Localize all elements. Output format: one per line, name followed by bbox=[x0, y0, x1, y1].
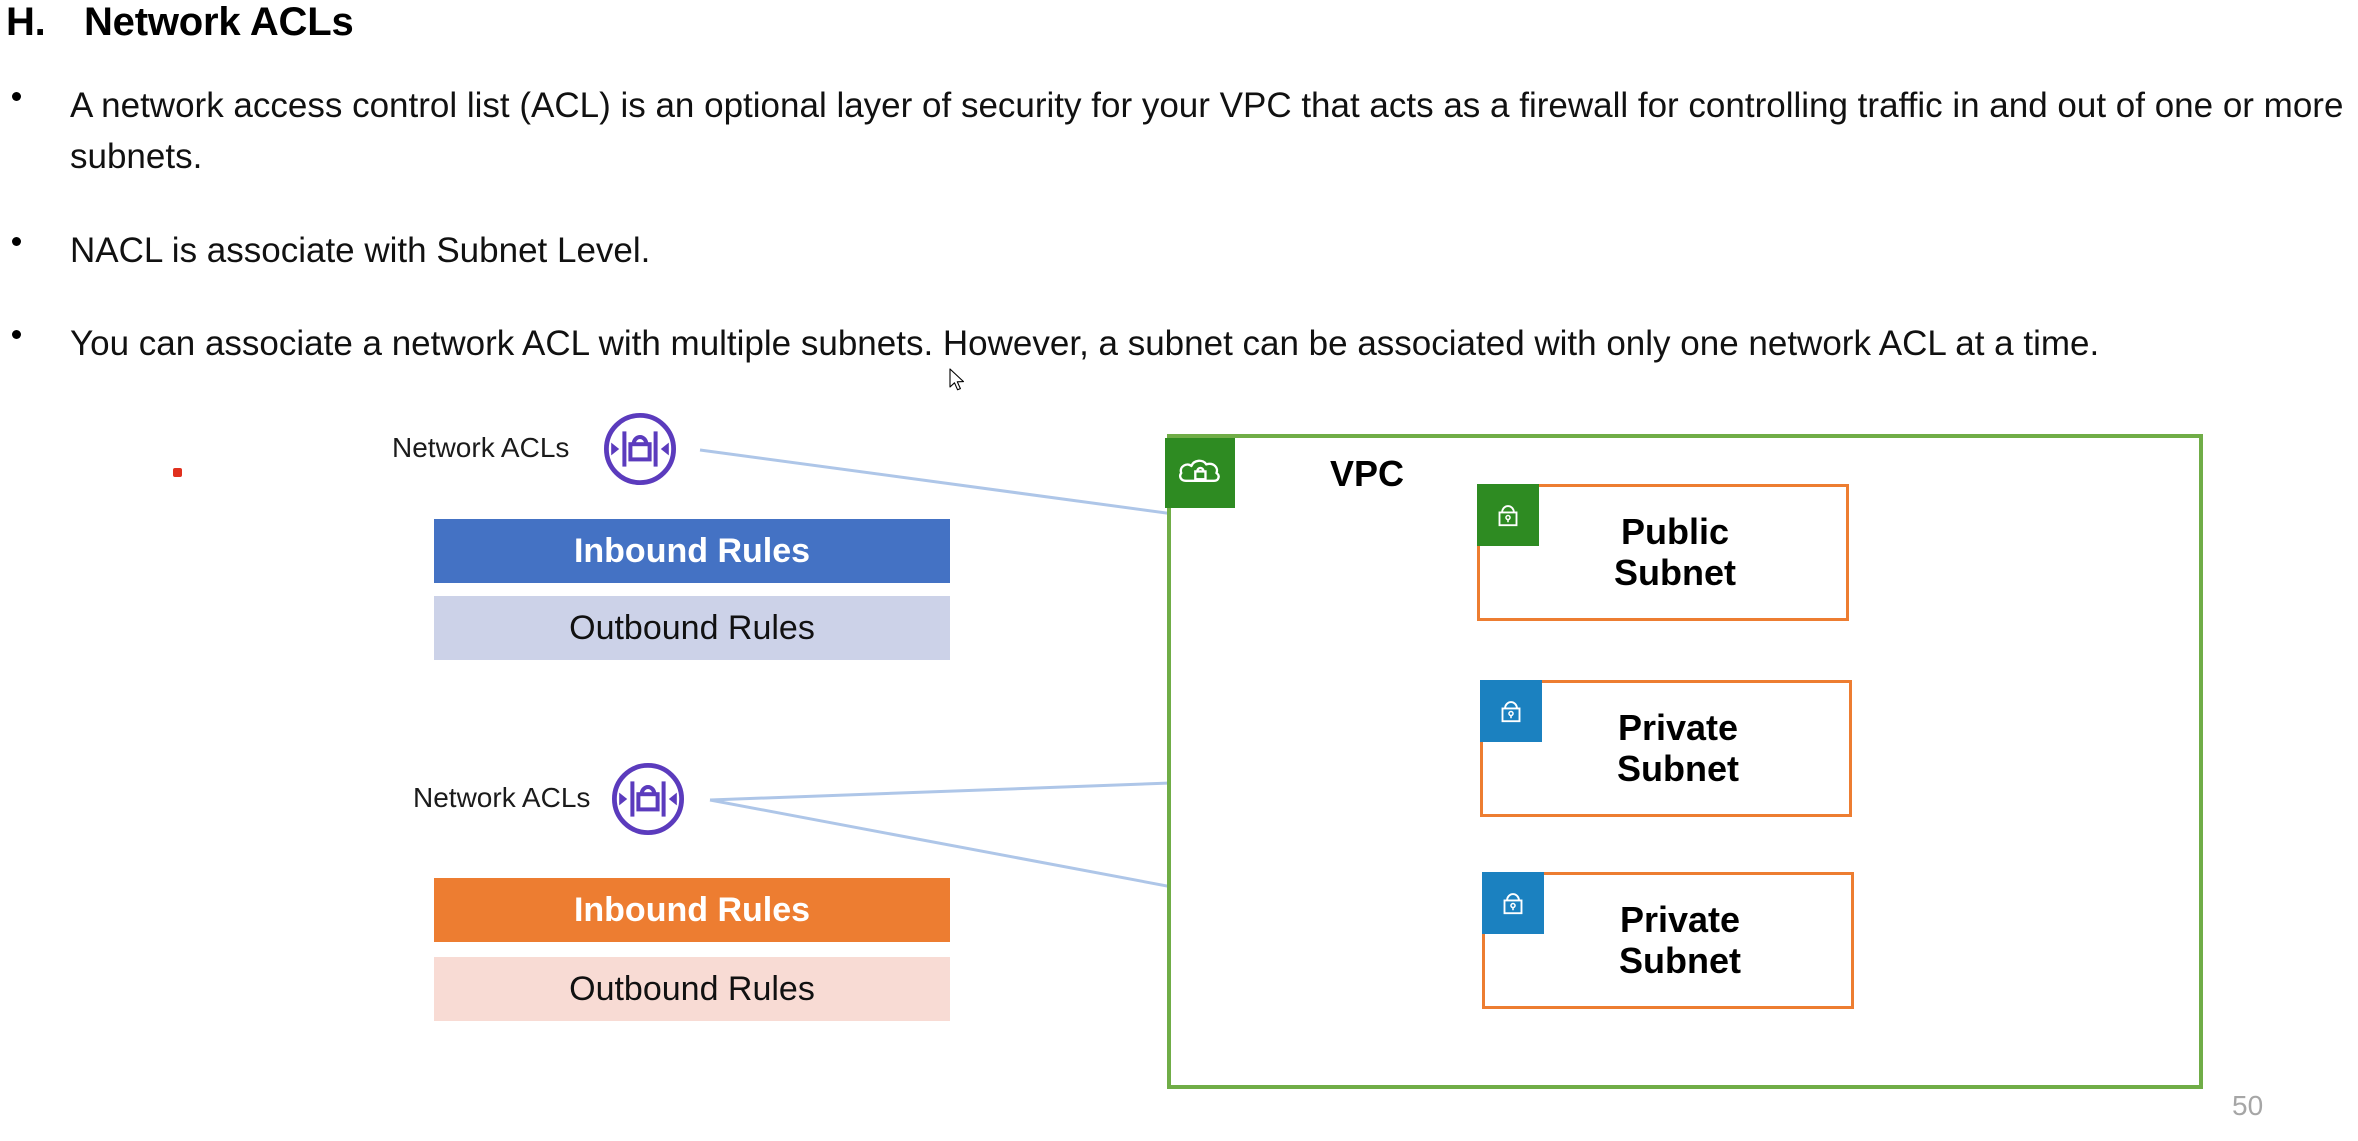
acl-group-2-inbound-label: Inbound Rules bbox=[573, 890, 811, 929]
network-acl-icon bbox=[608, 759, 688, 839]
bullet-text: A network access control list (ACL) is a… bbox=[70, 86, 2344, 177]
mouse-cursor-icon bbox=[949, 368, 969, 394]
subnet-box-private-1[interactable]: Private Subnet bbox=[1480, 680, 1852, 817]
bullet-dot-icon bbox=[12, 236, 21, 246]
page-title: H. Network ACLs bbox=[6, 0, 354, 45]
acl-group-1-outbound-bar[interactable]: Outbound Rules bbox=[434, 596, 950, 660]
bullet-dot-icon bbox=[12, 330, 21, 340]
subnet-label-public: Public Subnet bbox=[1590, 511, 1736, 593]
page-number: 50 bbox=[2232, 1090, 2264, 1121]
vpc-cloud-lock-icon bbox=[1165, 438, 1235, 508]
bullet-list: A network access control list (ACL) is a… bbox=[0, 80, 2358, 400]
subnet-box-private-2[interactable]: Private Subnet bbox=[1482, 872, 1854, 1009]
subnet-label-line1: Private bbox=[1619, 899, 1741, 941]
subnet-label-line2: Subnet bbox=[1614, 551, 1736, 593]
bullet-text: You can associate a network ACL with mul… bbox=[70, 324, 2100, 364]
vpc-title: VPC bbox=[1330, 453, 1405, 494]
acl-group-2-inbound-bar[interactable]: Inbound Rules bbox=[434, 878, 950, 942]
acl-group-2-label: Network ACLs bbox=[413, 782, 591, 813]
list-item: NACL is associate with Subnet Level. bbox=[0, 225, 2358, 276]
bullet-dot-icon bbox=[12, 92, 21, 101]
subnet-label-private-2: Private Subnet bbox=[1595, 899, 1741, 981]
acl-group-1-label: Network ACLs bbox=[392, 432, 570, 463]
acl-group-1-inbound-label: Inbound Rules bbox=[573, 531, 811, 570]
network-acl-icon bbox=[600, 409, 680, 489]
section-title: Network ACLs bbox=[84, 0, 354, 44]
bullet-text: NACL is associate with Subnet Level. bbox=[70, 230, 651, 270]
acl-group-1-inbound-bar[interactable]: Inbound Rules bbox=[434, 519, 950, 583]
subnet-label-private-1: Private Subnet bbox=[1593, 707, 1739, 789]
lock-icon bbox=[1482, 872, 1544, 934]
marker-dot-icon bbox=[173, 468, 182, 477]
acl-group-2-outbound-label: Outbound Rules bbox=[569, 969, 815, 1008]
subnet-label-line2: Subnet bbox=[1619, 939, 1741, 981]
list-item: A network access control list (ACL) is a… bbox=[0, 80, 2358, 183]
acl-group-1-outbound-label: Outbound Rules bbox=[569, 608, 815, 647]
acl-group-2-outbound-bar[interactable]: Outbound Rules bbox=[434, 957, 950, 1021]
list-item: You can associate a network ACL with mul… bbox=[0, 318, 2358, 369]
lock-icon bbox=[1477, 484, 1539, 546]
subnet-label-line1: Private bbox=[1617, 707, 1739, 749]
subnet-box-public[interactable]: Public Subnet bbox=[1477, 484, 1849, 621]
subnet-label-line1: Public bbox=[1620, 511, 1730, 553]
lock-icon bbox=[1480, 680, 1542, 742]
section-letter: H. bbox=[6, 0, 46, 44]
subnet-label-line2: Subnet bbox=[1617, 747, 1739, 789]
